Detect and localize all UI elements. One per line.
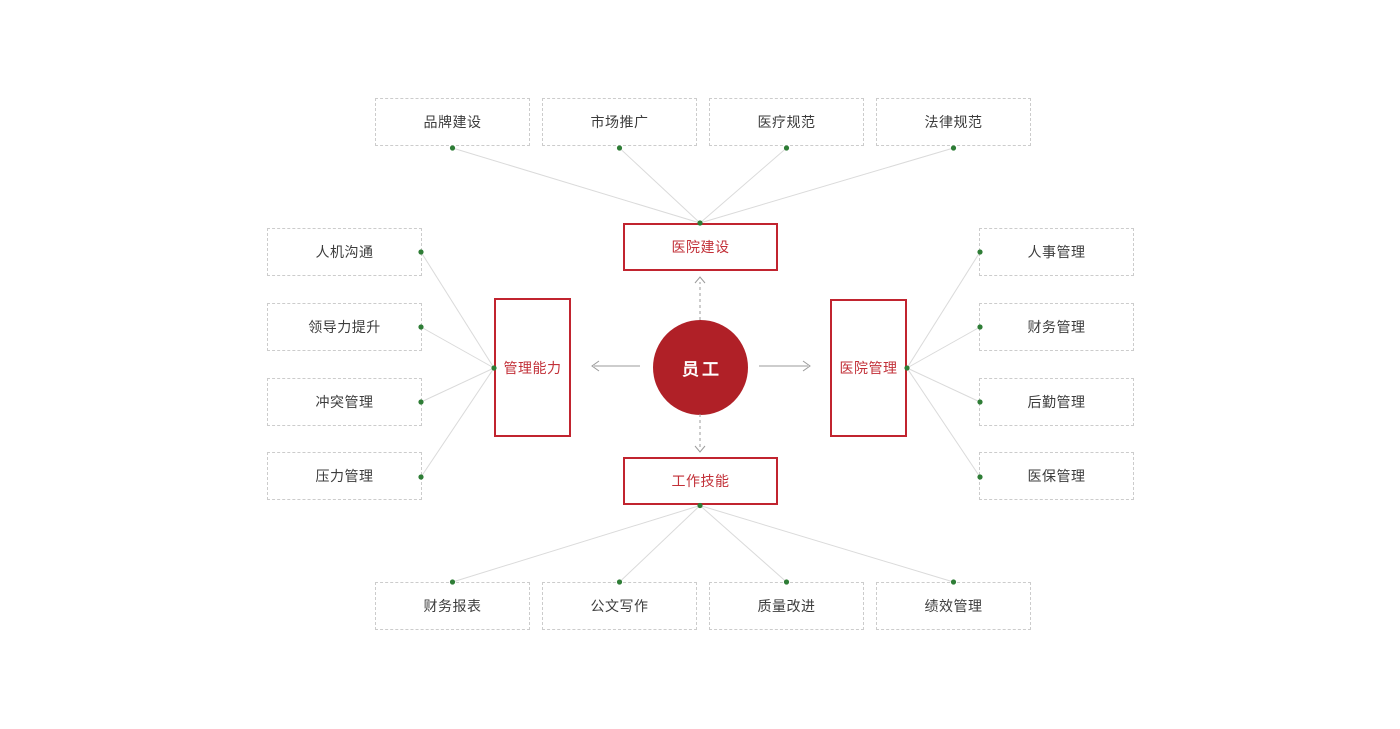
center-label: 员工	[682, 360, 722, 379]
satellite-bottom-2: 公文写作	[542, 582, 697, 630]
satellite-label: 人事管理	[1027, 244, 1086, 260]
satellite-label: 冲突管理	[315, 394, 374, 410]
satellite-top-4: 法律规范	[876, 98, 1031, 146]
fan-lines-right	[906, 251, 981, 478]
satellite-label: 市场推广	[590, 114, 649, 130]
fan-lines-left	[420, 251, 495, 478]
satellite-label: 压力管理	[315, 468, 374, 484]
branch-label: 管理能力	[503, 359, 562, 376]
satellite-label: 绩效管理	[924, 598, 983, 614]
fan-lines-top	[452, 147, 954, 224]
branch-box-work-skills: 工作技能	[623, 457, 778, 505]
satellite-label: 财务报表	[423, 598, 482, 614]
arrow-up	[694, 276, 706, 320]
satellite-top-1: 品牌建设	[375, 98, 530, 146]
arrow-down	[694, 414, 706, 453]
satellite-bottom-4: 绩效管理	[876, 582, 1031, 630]
satellite-bottom-1: 财务报表	[375, 582, 530, 630]
satellite-bottom-3: 质量改进	[709, 582, 864, 630]
arrow-left	[591, 360, 640, 372]
satellite-label: 后勤管理	[1027, 394, 1086, 410]
satellite-right-4: 医保管理	[979, 452, 1134, 500]
branch-label: 医院管理	[839, 360, 898, 376]
branch-box-hospital-construction: 医院建设	[623, 223, 778, 271]
fan-lines-bottom	[452, 505, 954, 583]
satellite-left-4: 压力管理	[267, 452, 422, 500]
branch-label: 医院建设	[671, 239, 730, 255]
satellite-label: 财务管理	[1027, 319, 1086, 335]
satellite-label: 质量改进	[757, 598, 816, 614]
center-node-employee: 员工	[653, 320, 748, 415]
branch-label: 工作技能	[671, 473, 730, 489]
satellite-right-2: 财务管理	[979, 303, 1134, 351]
satellite-label: 公文写作	[590, 598, 649, 614]
satellite-label: 领导力提升	[308, 319, 381, 335]
satellite-top-2: 市场推广	[542, 98, 697, 146]
branch-box-hospital-management: 医院管理	[830, 299, 907, 437]
satellite-label: 法律规范	[924, 114, 983, 130]
arrow-right	[759, 360, 811, 372]
satellite-left-1: 人机沟通	[267, 228, 422, 276]
satellite-label: 医保管理	[1027, 468, 1086, 484]
satellite-right-3: 后勤管理	[979, 378, 1134, 426]
satellite-label: 品牌建设	[423, 114, 482, 130]
satellite-right-1: 人事管理	[979, 228, 1134, 276]
satellite-left-3: 冲突管理	[267, 378, 422, 426]
satellite-top-3: 医疗规范	[709, 98, 864, 146]
satellite-left-2: 领导力提升	[267, 303, 422, 351]
satellite-label: 人机沟通	[315, 244, 374, 260]
branch-box-management-ability: 管理能力	[494, 298, 571, 437]
satellite-label: 医疗规范	[757, 114, 816, 130]
